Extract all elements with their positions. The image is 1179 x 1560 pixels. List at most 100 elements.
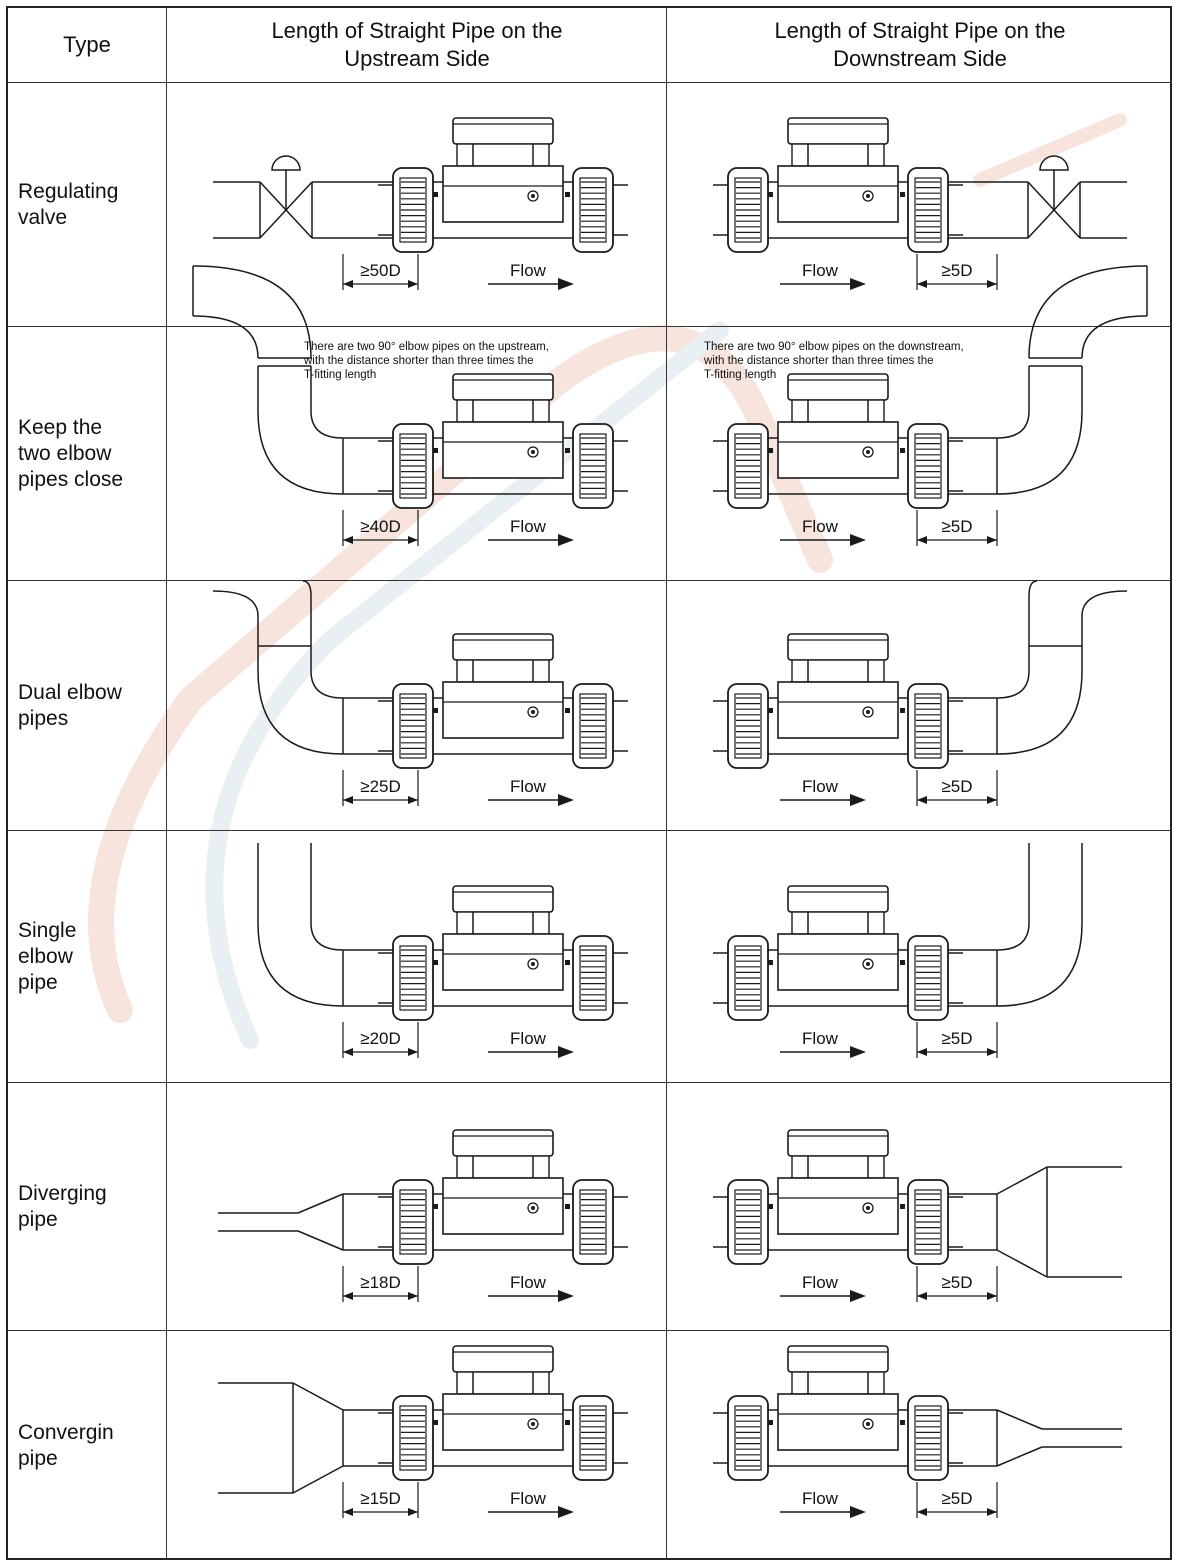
flow-label: Flow	[802, 517, 839, 536]
flow-arrow: Flow	[780, 1029, 866, 1058]
dimension-label: ≥5D	[941, 1489, 972, 1508]
dimension-label: ≥18D	[360, 1273, 401, 1292]
union-nut	[572, 683, 614, 769]
flow-arrow: Flow	[488, 1489, 574, 1518]
dimension: ≥40D	[342, 510, 419, 546]
dimension: ≥15D	[342, 1482, 419, 1518]
upstream-diagram: ≥40D Flow	[192, 265, 628, 546]
union-nut	[727, 1179, 769, 1265]
union-nut	[907, 1179, 949, 1265]
flow-arrow: Flow	[488, 517, 574, 546]
union-nut	[907, 935, 949, 1021]
flow-label: Flow	[510, 1489, 547, 1508]
header-downstream: Length of Straight Pipe on the Downstrea…	[668, 8, 1172, 82]
union-nut	[392, 935, 434, 1021]
flow-meter	[378, 633, 628, 769]
flow-arrow: Flow	[488, 1029, 574, 1058]
union-nut	[392, 1395, 434, 1481]
upstream-diagram: ≥15D Flow	[218, 1345, 628, 1518]
flow-meter	[713, 117, 963, 253]
table-frame	[6, 6, 1172, 1560]
type-line: pipe	[18, 971, 58, 994]
flow-label: Flow	[510, 1273, 547, 1292]
header-downstream-line1: Length of Straight Pipe on the	[774, 18, 1066, 43]
flow-label: Flow	[510, 1029, 547, 1048]
flow-meter	[378, 1345, 628, 1481]
union-nut	[727, 683, 769, 769]
flow-arrow: Flow	[488, 261, 574, 290]
flow-meter	[713, 1345, 963, 1481]
dimension-label: ≥5D	[941, 517, 972, 536]
flow-meter	[378, 117, 628, 253]
dimension: ≥5D	[916, 254, 998, 290]
upstream-diagram: ≥20D Flow	[257, 843, 628, 1058]
type-line: Convergin	[18, 1421, 114, 1444]
union-nut	[907, 1395, 949, 1481]
flow-arrow: Flow	[488, 777, 574, 806]
dimension-label: ≥15D	[360, 1489, 401, 1508]
flow-meter	[713, 633, 963, 769]
dimension: ≥5D	[916, 1266, 998, 1302]
header-type-label: Type	[63, 32, 111, 57]
downstream-note: There are two 90° elbow pipes on the dow…	[704, 340, 1104, 382]
note-line: There are two 90° elbow pipes on the dow…	[704, 341, 964, 353]
type-line: Dual elbow	[18, 681, 122, 704]
downstream-diagram: ≥5D Flow	[713, 1129, 1122, 1302]
flow-label: Flow	[802, 1029, 839, 1048]
flow-label: Flow	[802, 777, 839, 796]
flow-label: Flow	[802, 1273, 839, 1292]
union-nut	[727, 935, 769, 1021]
header-downstream-line2: Downstream Side	[833, 46, 1007, 71]
header-type: Type	[8, 8, 166, 82]
type-line: pipe	[18, 1447, 58, 1470]
dimension-label: ≥20D	[360, 1029, 401, 1048]
col-divider-2	[666, 6, 667, 1560]
flow-meter	[378, 885, 628, 1021]
dimension: ≥18D	[342, 1266, 419, 1302]
flow-arrow: Flow	[780, 777, 866, 806]
dimension-label: ≥40D	[360, 517, 401, 536]
note-line: T-fitting length	[304, 369, 377, 381]
union-nut	[727, 423, 769, 509]
header-upstream-line1: Length of Straight Pipe on the	[271, 18, 563, 43]
type-line: Diverging	[18, 1182, 107, 1205]
flow-arrow: Flow	[780, 261, 866, 290]
row-divider-5	[6, 1330, 1172, 1331]
flow-label: Flow	[510, 777, 547, 796]
flow-arrow: Flow	[780, 517, 866, 546]
downstream-diagram: ≥5D Flow	[713, 1345, 1122, 1518]
union-nut	[727, 1395, 769, 1481]
row-divider-header	[6, 82, 1172, 83]
downstream-diagram: ≥5D Flow	[713, 117, 1127, 290]
dimension-label: ≥5D	[941, 1273, 972, 1292]
col-divider-1	[166, 6, 167, 1560]
note-line: T-fitting length	[704, 369, 777, 381]
union-nut	[907, 683, 949, 769]
type-line: elbow	[18, 945, 73, 968]
dimension: ≥20D	[342, 1022, 419, 1058]
dimension: ≥5D	[916, 1482, 998, 1518]
flow-meter	[713, 1129, 963, 1265]
union-nut	[572, 423, 614, 509]
dimension-label: ≥5D	[941, 777, 972, 796]
flow-meter	[378, 1129, 628, 1265]
dimension: ≥5D	[916, 770, 998, 806]
dimension-label: ≥5D	[941, 261, 972, 280]
upstream-note: There are two 90° elbow pipes on the ups…	[304, 340, 704, 382]
union-nut	[392, 683, 434, 769]
union-nut	[572, 1395, 614, 1481]
dimension-label: ≥25D	[360, 777, 401, 796]
header-upstream: Length of Straight Pipe on the Upstream …	[168, 8, 666, 82]
type-line: two elbow	[18, 442, 112, 465]
dimension: ≥5D	[916, 510, 998, 546]
row-divider-1	[6, 326, 1172, 327]
flow-meter	[713, 885, 963, 1021]
row-divider-3	[6, 830, 1172, 831]
flow-label: Flow	[802, 1489, 839, 1508]
note-line: with the distance shorter than three tim…	[704, 355, 934, 367]
